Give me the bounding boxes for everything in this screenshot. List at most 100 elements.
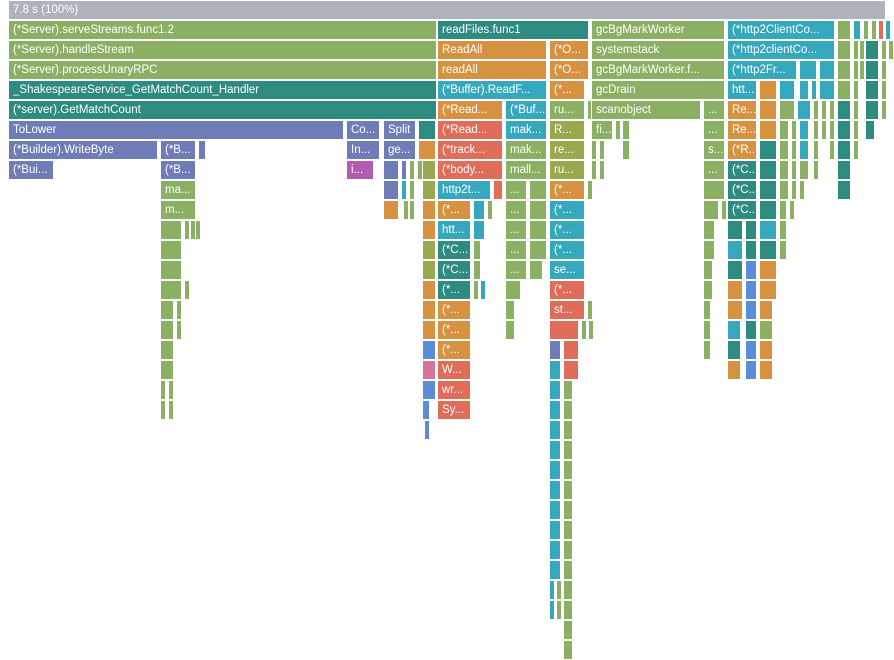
- flame-frame-unlabeled[interactable]: [184, 280, 190, 300]
- flame-frame-unlabeled[interactable]: [409, 160, 415, 180]
- flame-frame[interactable]: R...: [549, 120, 585, 140]
- flame-frame-unlabeled[interactable]: [703, 300, 711, 320]
- flame-frame[interactable]: (*Server).handleStream: [8, 40, 437, 60]
- flame-frame[interactable]: ru...: [549, 100, 585, 120]
- flame-frame[interactable]: (*track...: [437, 140, 503, 160]
- flame-frame-unlabeled[interactable]: [813, 120, 819, 140]
- flame-frame-unlabeled[interactable]: [409, 180, 415, 200]
- flame-frame[interactable]: fi...: [591, 120, 613, 140]
- flame-frame-unlabeled[interactable]: [813, 140, 819, 160]
- flame-frame[interactable]: (*...: [437, 320, 471, 340]
- flame-frame[interactable]: gcBgMarkWorker: [591, 20, 725, 40]
- flame-frame-unlabeled[interactable]: [615, 120, 621, 140]
- flame-frame-unlabeled[interactable]: [556, 580, 562, 600]
- flame-frame[interactable]: systemstack: [591, 40, 725, 60]
- flame-frame-unlabeled[interactable]: [160, 380, 166, 400]
- flame-frame-unlabeled[interactable]: [759, 120, 777, 140]
- flame-frame-unlabeled[interactable]: [563, 500, 573, 520]
- flame-frame-unlabeled[interactable]: [422, 200, 436, 220]
- flame-frame[interactable]: (*...: [437, 280, 471, 300]
- flame-frame-unlabeled[interactable]: [779, 80, 795, 100]
- flame-frame-unlabeled[interactable]: [418, 140, 436, 160]
- flame-frame[interactable]: (*C...: [437, 260, 471, 280]
- flame-frame-unlabeled[interactable]: [422, 340, 436, 360]
- flame-frame-unlabeled[interactable]: [549, 420, 561, 440]
- flame-frame-unlabeled[interactable]: [813, 100, 819, 120]
- flame-frame-unlabeled[interactable]: [759, 140, 777, 160]
- flame-frame[interactable]: (*body...: [437, 160, 503, 180]
- flame-frame-unlabeled[interactable]: [160, 260, 182, 280]
- flame-frame-unlabeled[interactable]: [837, 180, 851, 200]
- flame-frame-unlabeled[interactable]: [563, 560, 573, 580]
- flame-frame-unlabeled[interactable]: [549, 340, 561, 360]
- flame-frame-unlabeled[interactable]: [160, 360, 174, 380]
- flame-frame[interactable]: (*Read...: [437, 100, 503, 120]
- flame-frame-unlabeled[interactable]: [745, 320, 757, 340]
- flame-frame-unlabeled[interactable]: [160, 280, 182, 300]
- flame-frame[interactable]: ...: [703, 100, 725, 120]
- flame-frame-unlabeled[interactable]: [622, 140, 630, 160]
- flame-frame-unlabeled[interactable]: [799, 80, 809, 100]
- flame-frame[interactable]: readAll: [437, 60, 547, 80]
- flame-frame-unlabeled[interactable]: [549, 520, 561, 540]
- flame-frame-unlabeled[interactable]: [563, 480, 573, 500]
- flame-frame[interactable]: ...: [703, 160, 725, 180]
- flame-frame[interactable]: (*R...: [727, 140, 757, 160]
- flame-frame-unlabeled[interactable]: [797, 100, 811, 120]
- flame-frame-unlabeled[interactable]: [703, 220, 715, 240]
- flame-frame-unlabeled[interactable]: [703, 320, 711, 340]
- flame-frame-unlabeled[interactable]: [563, 380, 573, 400]
- flame-frame-unlabeled[interactable]: [819, 60, 835, 80]
- flame-frame-unlabeled[interactable]: [799, 140, 809, 160]
- flame-frame-unlabeled[interactable]: [837, 140, 851, 160]
- flame-frame-unlabeled[interactable]: [819, 80, 835, 100]
- flame-frame-unlabeled[interactable]: [549, 580, 555, 600]
- flame-frame[interactable]: (*...: [437, 200, 471, 220]
- flame-frame-unlabeled[interactable]: [383, 200, 399, 220]
- flame-frame-unlabeled[interactable]: [885, 20, 891, 40]
- flame-frame-unlabeled[interactable]: [703, 260, 713, 280]
- flame-frame-unlabeled[interactable]: [401, 160, 407, 180]
- flame-frame-unlabeled[interactable]: [853, 40, 859, 60]
- flame-frame[interactable]: (*Buffer).ReadF...: [437, 80, 547, 100]
- flame-frame-unlabeled[interactable]: [160, 400, 166, 420]
- flame-frame[interactable]: (*O...: [549, 40, 589, 60]
- flame-frame[interactable]: (*C...: [727, 160, 757, 180]
- flame-frame[interactable]: se...: [549, 260, 585, 280]
- flame-frame-unlabeled[interactable]: [759, 160, 777, 180]
- flame-frame-unlabeled[interactable]: [591, 140, 597, 160]
- flame-frame-unlabeled[interactable]: [759, 200, 777, 220]
- flame-frame-unlabeled[interactable]: [473, 200, 485, 220]
- flame-frame-unlabeled[interactable]: [549, 500, 561, 520]
- flame-frame[interactable]: (*O...: [549, 60, 589, 80]
- flame-frame[interactable]: ToLower: [8, 120, 344, 140]
- flame-frame-unlabeled[interactable]: [829, 120, 835, 140]
- flame-frame-unlabeled[interactable]: [473, 280, 479, 300]
- flame-frame-unlabeled[interactable]: [160, 340, 174, 360]
- flame-frame-unlabeled[interactable]: [779, 220, 787, 240]
- flame-frame[interactable]: ...: [505, 260, 527, 280]
- flame-frame-unlabeled[interactable]: [863, 20, 869, 40]
- flame-frame-unlabeled[interactable]: [160, 320, 174, 340]
- flame-frame-unlabeled[interactable]: [837, 160, 851, 180]
- flame-frame[interactable]: gcDrain: [591, 80, 725, 100]
- flame-frame[interactable]: (*Bui...: [8, 160, 54, 180]
- flame-frame-unlabeled[interactable]: [779, 200, 787, 220]
- flame-frame-unlabeled[interactable]: [587, 180, 593, 200]
- flame-frame[interactable]: (*...: [549, 240, 585, 260]
- flame-frame-unlabeled[interactable]: [821, 100, 827, 120]
- flame-frame[interactable]: (*...: [549, 180, 585, 200]
- flame-frame-unlabeled[interactable]: [563, 420, 573, 440]
- flame-frame-unlabeled[interactable]: [403, 200, 409, 220]
- flame-frame[interactable]: gcBgMarkWorker.f...: [591, 60, 725, 80]
- flame-frame-unlabeled[interactable]: [422, 220, 436, 240]
- flame-frame-unlabeled[interactable]: [493, 180, 503, 200]
- flame-frame-unlabeled[interactable]: [409, 200, 415, 220]
- flame-frame[interactable]: m...: [160, 200, 196, 220]
- flame-frame-unlabeled[interactable]: [865, 80, 879, 100]
- flame-frame-unlabeled[interactable]: [853, 60, 859, 80]
- flame-frame-unlabeled[interactable]: [401, 180, 407, 200]
- flame-frame-unlabeled[interactable]: [745, 240, 757, 260]
- flame-frame-unlabeled[interactable]: [529, 240, 547, 260]
